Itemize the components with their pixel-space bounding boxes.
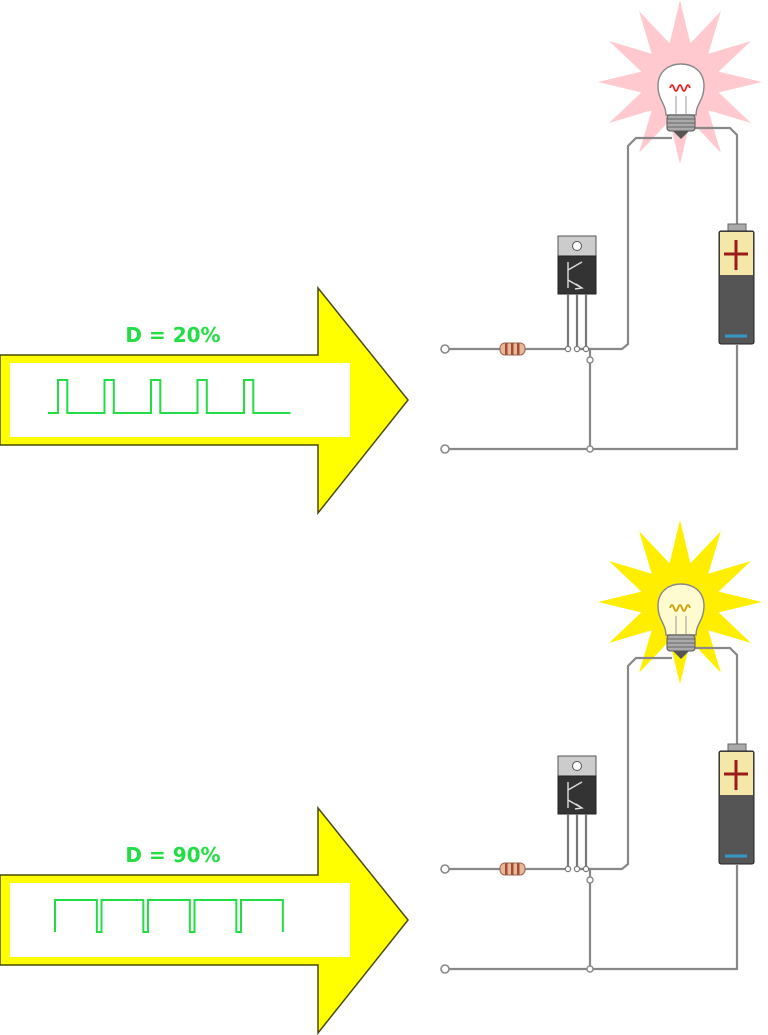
collector-wire (580, 136, 672, 351)
leg-joint (582, 345, 590, 353)
mounting-hole (572, 241, 582, 251)
ground-terminal (440, 444, 450, 454)
emitter-wire (578, 347, 592, 449)
pwm-waveform (48, 379, 291, 414)
bulb-contact (673, 131, 689, 139)
leg-joint (573, 865, 581, 873)
emitter-wire (578, 867, 592, 969)
transistor-symbol (567, 781, 584, 810)
transistor-icon (557, 755, 597, 873)
bulb-stem (675, 616, 687, 634)
circuit (440, 0, 762, 454)
bulb-filament (669, 604, 691, 612)
light-bulb-icon (657, 63, 705, 139)
bulb-contact (673, 651, 689, 659)
transistor-body (557, 255, 597, 295)
transistor-icon (557, 235, 597, 353)
ground-wire (445, 345, 739, 451)
battery-icon (718, 223, 755, 345)
panel-1: D = 20% (0, 0, 762, 516)
bulb-battery-wire (690, 646, 739, 748)
mounting-hole (572, 761, 582, 771)
junction-dot (586, 445, 594, 453)
collector-wire (580, 656, 672, 871)
bulb-stem (675, 96, 687, 114)
leg-joint (564, 345, 572, 353)
bulb-filament (669, 84, 691, 92)
leg-joint (582, 865, 590, 873)
panel-2: D = 90% (0, 520, 762, 1035)
leg-joint (573, 345, 581, 353)
plus-icon (724, 760, 748, 790)
resistor-band (517, 863, 520, 875)
input-terminal (440, 864, 450, 874)
junction-dot (586, 965, 594, 973)
resistor-band (511, 863, 514, 875)
input-terminal (440, 344, 450, 354)
leg-joint (564, 865, 572, 873)
ground-wire (445, 865, 739, 971)
circuit (440, 520, 762, 974)
resistor-band (511, 343, 514, 355)
junction-dot (586, 356, 594, 364)
resistor-band (517, 343, 520, 355)
transistor-body (557, 775, 597, 815)
bulb-battery-wire (690, 126, 739, 228)
junction-dot (586, 876, 594, 884)
signal-window (10, 363, 350, 437)
pwm-waveform (54, 899, 284, 933)
transistor-symbol (567, 261, 584, 290)
light-bulb-icon (657, 583, 705, 659)
bulb-glass (657, 63, 705, 116)
battery-icon (718, 743, 755, 865)
ground-terminal (440, 964, 450, 974)
resistor-band (505, 863, 508, 875)
plus-icon (724, 240, 748, 270)
duty-cycle-label: D = 90% (125, 843, 220, 867)
signal-window (10, 883, 350, 957)
bulb-glass (657, 583, 705, 636)
resistor-band (505, 343, 508, 355)
duty-cycle-label: D = 20% (125, 323, 220, 347)
